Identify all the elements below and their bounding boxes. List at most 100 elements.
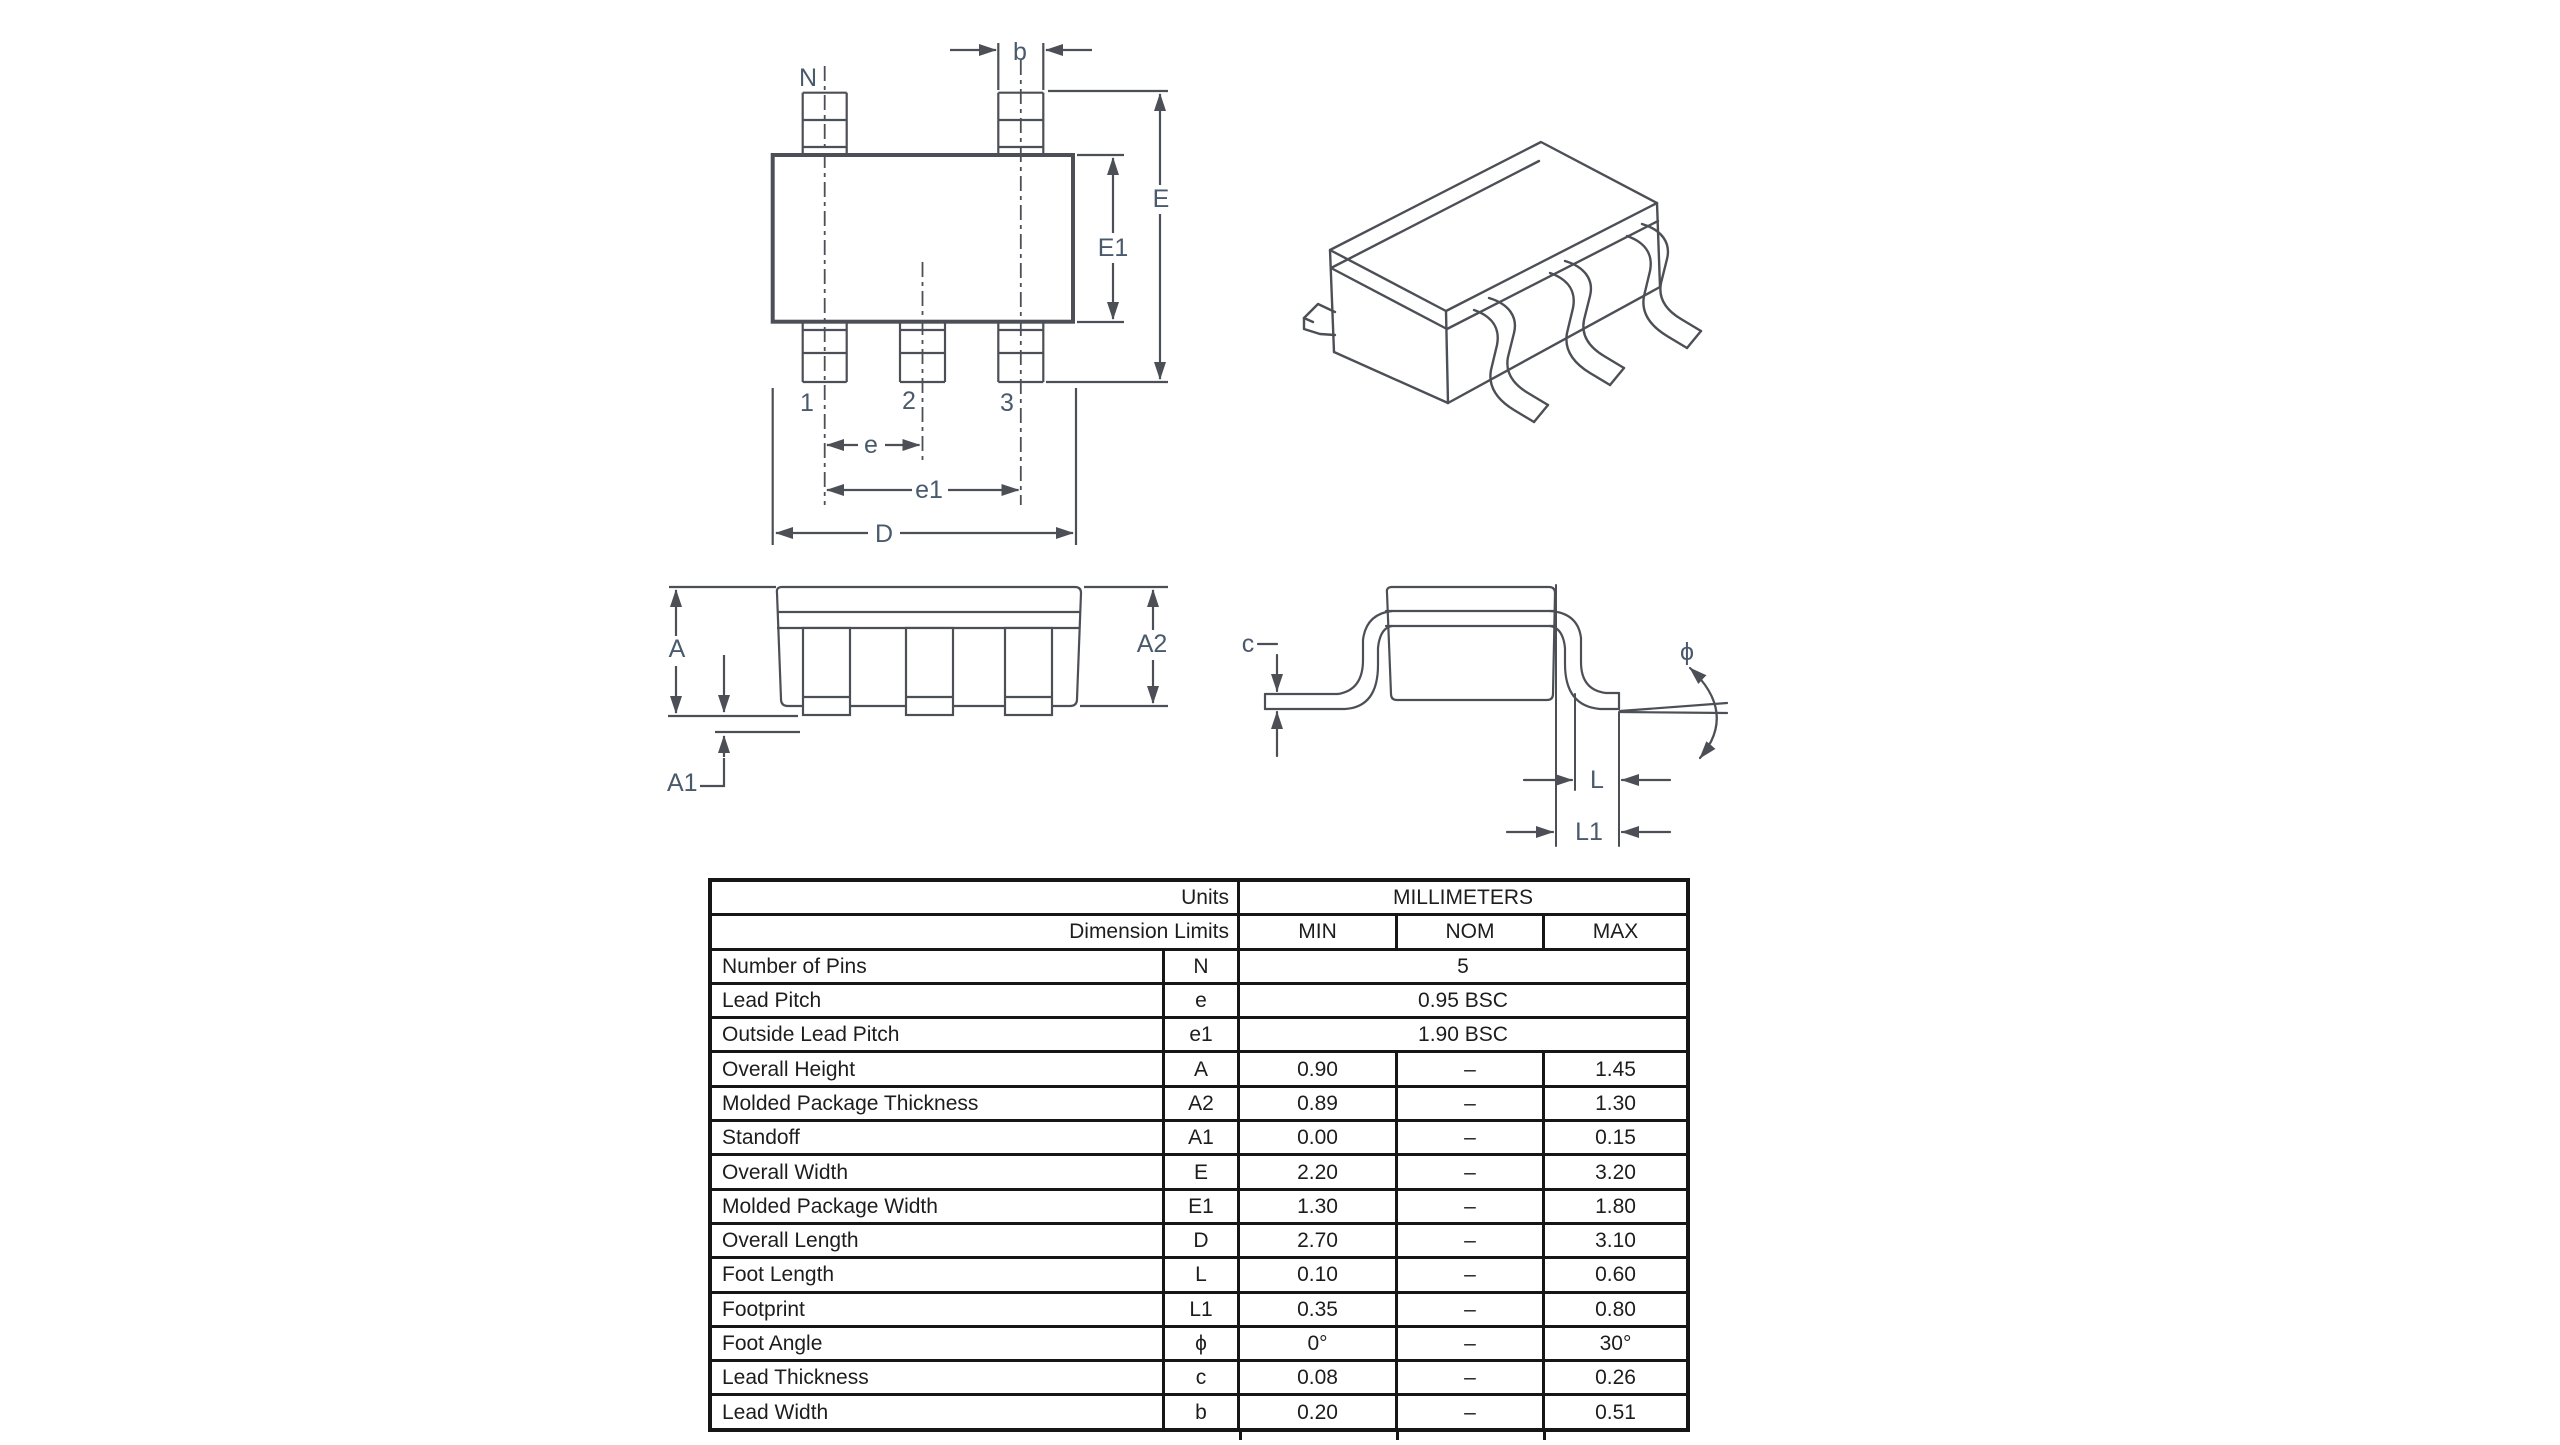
- bottom-pin-1: [801, 322, 848, 384]
- table-row-max: 3.10: [1545, 1224, 1686, 1257]
- table-row-name: Standoff: [712, 1122, 1162, 1154]
- table-row-name: Number of Pins: [712, 950, 1162, 982]
- table-row-nom: –: [1398, 1190, 1542, 1222]
- dimension-b: [950, 43, 1092, 90]
- dim-e1-label: e1: [915, 476, 943, 504]
- table-row-min: 0.89: [1240, 1087, 1395, 1120]
- min-header-cell: MIN: [1240, 916, 1395, 948]
- table-row-min: 0°: [1240, 1327, 1395, 1360]
- isometric-view-drawing: [1302, 140, 1703, 424]
- table-row-name: Lead Width: [712, 1396, 1162, 1428]
- side-body-outline: [775, 585, 1083, 708]
- table-row-name: Overall Length: [712, 1224, 1162, 1257]
- iso-lead-2: [1548, 259, 1626, 387]
- top-view-drawing: N b E E1 1 2 3 e e1 D: [770, 38, 1169, 548]
- table-row-max: 1.45: [1545, 1053, 1686, 1085]
- dimension-limits-header-cell: Dimension Limits: [712, 916, 1237, 948]
- table-row-name: Foot Angle: [712, 1327, 1162, 1360]
- table-row-name: Overall Width: [712, 1156, 1162, 1188]
- lead-detail-drawing: c ϕ L L1: [1242, 584, 1729, 847]
- iso-body-sides: [1328, 201, 1662, 405]
- table-row-symbol: e1: [1165, 1019, 1237, 1051]
- table-row-value: 1.90 BSC: [1240, 1019, 1686, 1051]
- dimension-table: Units MILLIMETERS Dimension Limits MIN N…: [708, 878, 1690, 1432]
- table-row-symbol: e: [1165, 984, 1237, 1017]
- pin-n-label: N: [799, 64, 817, 92]
- table-row-nom: –: [1398, 1396, 1542, 1428]
- table-row-min: 1.30: [1240, 1190, 1395, 1222]
- table-row-max: 3.20: [1545, 1156, 1686, 1188]
- pin1-label: 1: [800, 389, 814, 417]
- pin-centerlines: [823, 60, 1022, 505]
- detail-body-outline: [1385, 585, 1557, 702]
- detail-extension-lines: [1555, 584, 1620, 847]
- table-divider-stub: [1396, 1432, 1399, 1440]
- table-row-max: 0.26: [1545, 1362, 1686, 1394]
- top-pin-4: [997, 91, 1045, 155]
- table-row-symbol: A: [1165, 1053, 1237, 1085]
- table-row-max: 1.30: [1545, 1087, 1686, 1120]
- top-view-labels: N b E E1 1 2 3 e e1 D: [799, 38, 1169, 548]
- iso-chamfer-band: [1329, 159, 1660, 331]
- table-row-name: Lead Pitch: [712, 984, 1162, 1017]
- table-row-min: 0.00: [1240, 1122, 1395, 1154]
- table-row-value: 0.95 BSC: [1240, 984, 1686, 1017]
- dimension-E1: [1077, 153, 1124, 324]
- table-row-nom: –: [1398, 1087, 1542, 1120]
- table-row-symbol: N: [1165, 950, 1237, 982]
- dim-E-label: E: [1153, 185, 1170, 213]
- pin2-label: 2: [902, 387, 916, 415]
- table-row-min: 0.10: [1240, 1259, 1395, 1291]
- table-row-max: 1.80: [1545, 1190, 1686, 1222]
- table-row-min: 0.08: [1240, 1362, 1395, 1394]
- table-row-nom: –: [1398, 1259, 1542, 1291]
- iso-top-face: [1328, 140, 1659, 313]
- table-row-symbol: E: [1165, 1156, 1237, 1188]
- table-row-max: 0.60: [1545, 1259, 1686, 1291]
- table-row-max: 0.15: [1545, 1122, 1686, 1154]
- table-row-symbol: ϕ: [1165, 1327, 1237, 1360]
- iso-left-lead-foot: [1302, 302, 1337, 337]
- table-row-min: 0.35: [1240, 1293, 1395, 1325]
- bottom-pin-3: [997, 322, 1045, 384]
- max-header-cell: MAX: [1545, 916, 1686, 948]
- dim-c-label: c: [1242, 630, 1255, 658]
- detail-right-lead: [1548, 609, 1621, 711]
- detail-left-lead: [1263, 609, 1394, 711]
- dim-A-label: A: [669, 635, 686, 663]
- table-row-min: 0.90: [1240, 1053, 1395, 1085]
- table-row-name: Molded Package Width: [712, 1190, 1162, 1222]
- table-row-name: Outside Lead Pitch: [712, 1019, 1162, 1051]
- table-row-nom: –: [1398, 1362, 1542, 1394]
- dim-L1-label: L1: [1575, 818, 1603, 846]
- nom-header-cell: NOM: [1398, 916, 1542, 948]
- table-row-nom: –: [1398, 1053, 1542, 1085]
- dimension-E: [1046, 89, 1168, 384]
- dimension-A: [669, 585, 776, 714]
- table-row-symbol: b: [1165, 1396, 1237, 1428]
- detail-view-labels: c ϕ L L1: [1242, 630, 1694, 846]
- iso-lead-1: [1472, 296, 1550, 424]
- table-row-symbol: A2: [1165, 1087, 1237, 1120]
- dim-E1-label: E1: [1098, 234, 1129, 262]
- dim-A1-label: A1: [667, 769, 698, 797]
- pin3-label: 3: [1000, 389, 1014, 417]
- table-row-nom: –: [1398, 1293, 1542, 1325]
- table-row-nom: –: [1398, 1327, 1542, 1360]
- table-divider-stub: [1543, 1432, 1546, 1440]
- table-row-name: Foot Length: [712, 1259, 1162, 1291]
- table-row-nom: –: [1398, 1122, 1542, 1154]
- dimension-D: [771, 388, 1078, 545]
- top-pin-5: [801, 91, 848, 155]
- side-view-drawing: A A1 A2: [667, 585, 1168, 797]
- table-row-min: 2.70: [1240, 1224, 1395, 1257]
- table-row-min: 2.20: [1240, 1156, 1395, 1188]
- table-row-value: 5: [1240, 950, 1686, 982]
- table-row-symbol: c: [1165, 1362, 1237, 1394]
- table-row-max: 30°: [1545, 1327, 1686, 1360]
- dim-L-label: L: [1590, 766, 1604, 794]
- table-row-nom: –: [1398, 1224, 1542, 1257]
- table-row-max: 0.51: [1545, 1396, 1686, 1428]
